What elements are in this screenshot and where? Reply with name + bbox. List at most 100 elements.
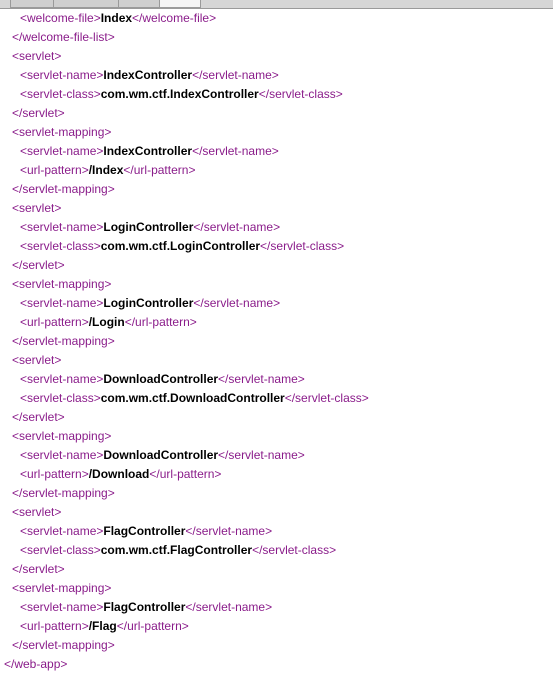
xml-line: <servlet-name>IndexController</servlet-n… — [20, 66, 279, 85]
xml-open-tag: <url-pattern> — [20, 619, 89, 633]
xml-open-tag: <servlet-class> — [20, 87, 101, 101]
xml-close-tag: </servlet-class> — [252, 543, 337, 557]
xml-open-tag: <servlet-mapping> — [12, 277, 112, 291]
xml-line: </servlet-mapping> — [12, 332, 115, 351]
xml-open-tag: <servlet-class> — [20, 543, 101, 557]
xml-text-value: com.wm.ctf.DownloadController — [100, 391, 285, 405]
xml-open-tag: <url-pattern> — [20, 315, 89, 329]
xml-open-tag: <welcome-file> — [20, 11, 101, 25]
xml-open-tag: <servlet-name> — [20, 372, 104, 386]
xml-close-tag: </servlet-mapping> — [12, 486, 115, 500]
xml-open-tag: <servlet-name> — [20, 296, 104, 310]
xml-line: <servlet-name>DownloadController</servle… — [20, 446, 305, 465]
xml-text-value: Index — [100, 11, 133, 25]
tab-3[interactable] — [118, 0, 160, 8]
xml-open-tag: <servlet-mapping> — [12, 125, 112, 139]
xml-line: <servlet> — [12, 351, 61, 370]
xml-close-tag: </servlet-name> — [218, 448, 305, 462]
xml-close-tag: </servlet-class> — [258, 87, 343, 101]
xml-close-tag: </servlet> — [12, 258, 65, 272]
xml-text-value: /Index — [88, 163, 124, 177]
xml-line: <servlet-mapping> — [12, 275, 111, 294]
xml-text-value: /Download — [88, 467, 150, 481]
xml-line: <servlet-name>LoginController</servlet-n… — [20, 294, 280, 313]
xml-line: </servlet> — [12, 560, 65, 579]
xml-line: <servlet-name>FlagController</servlet-na… — [20, 522, 272, 541]
xml-line: </servlet> — [12, 408, 65, 427]
xml-line: <servlet-mapping> — [12, 123, 111, 142]
xml-line: </welcome-file-list> — [12, 28, 115, 47]
xml-line: <url-pattern>/Flag</url-pattern> — [20, 617, 189, 636]
xml-open-tag: <servlet-name> — [20, 68, 104, 82]
xml-line: </servlet-mapping> — [12, 636, 115, 655]
xml-close-tag: </servlet-name> — [185, 524, 273, 538]
xml-line: <servlet-name>LoginController</servlet-n… — [20, 218, 280, 237]
xml-open-tag: <servlet-name> — [20, 144, 104, 158]
xml-text-value: com.wm.ctf.FlagController — [100, 543, 253, 557]
xml-open-tag: <servlet-name> — [20, 448, 104, 462]
xml-line: <servlet-mapping> — [12, 427, 111, 446]
xml-open-tag: <servlet> — [12, 353, 62, 367]
xml-line: <url-pattern>/Download</url-pattern> — [20, 465, 221, 484]
xml-open-tag: <servlet-class> — [20, 391, 101, 405]
xml-open-tag: <servlet-mapping> — [12, 581, 112, 595]
xml-close-tag: </servlet-mapping> — [12, 334, 115, 348]
xml-open-tag: <servlet-name> — [20, 600, 104, 614]
xml-close-tag: </servlet-name> — [192, 144, 279, 158]
xml-line: </servlet> — [12, 256, 65, 275]
tab-1[interactable] — [10, 0, 54, 8]
xml-close-tag: </servlet-name> — [193, 220, 281, 234]
xml-line: <welcome-file>Index</welcome-file> — [20, 9, 216, 28]
xml-open-tag: <servlet-mapping> — [12, 429, 112, 443]
xml-line: <servlet-name>FlagController</servlet-na… — [20, 598, 272, 617]
xml-line: </web-app> — [4, 655, 67, 674]
tab-bar — [0, 0, 553, 9]
xml-close-tag: </url-pattern> — [149, 467, 222, 481]
xml-source-viewer[interactable]: <welcome-file>Index</welcome-file></welc… — [0, 9, 553, 683]
xml-open-tag: <servlet> — [12, 49, 62, 63]
xml-text-value: FlagController — [103, 600, 186, 614]
xml-close-tag: </url-pattern> — [116, 619, 189, 633]
xml-close-tag: </servlet> — [12, 562, 65, 576]
xml-line: <servlet-name>IndexController</servlet-n… — [20, 142, 279, 161]
xml-line: <servlet-class>com.wm.ctf.IndexControlle… — [20, 85, 343, 104]
xml-text-value: IndexController — [103, 68, 193, 82]
xml-text-value: /Login — [88, 315, 125, 329]
xml-text-value: DownloadController — [103, 448, 219, 462]
xml-line: <servlet-mapping> — [12, 579, 111, 598]
xml-close-tag: </servlet-name> — [185, 600, 273, 614]
xml-text-value: LoginController — [103, 296, 194, 310]
xml-close-tag: </welcome-file-list> — [12, 30, 115, 44]
xml-close-tag: </servlet> — [12, 106, 65, 120]
tab-active[interactable] — [159, 0, 201, 8]
xml-close-tag: </servlet> — [12, 410, 65, 424]
xml-close-tag: </servlet-name> — [193, 296, 281, 310]
xml-line: </servlet> — [12, 104, 65, 123]
xml-text-value: com.wm.ctf.LoginController — [100, 239, 261, 253]
xml-line: <servlet-class>com.wm.ctf.FlagController… — [20, 541, 336, 560]
xml-close-tag: </servlet-class> — [260, 239, 345, 253]
xml-line: <url-pattern>/Login</url-pattern> — [20, 313, 197, 332]
xml-close-tag: </web-app> — [4, 657, 68, 671]
xml-text-value: DownloadController — [103, 372, 219, 386]
xml-text-value: /Flag — [88, 619, 117, 633]
xml-line: <servlet-name>DownloadController</servle… — [20, 370, 305, 389]
xml-open-tag: <servlet-class> — [20, 239, 101, 253]
xml-text-value: IndexController — [103, 144, 193, 158]
xml-close-tag: </welcome-file> — [132, 11, 217, 25]
xml-close-tag: </servlet-name> — [192, 68, 279, 82]
xml-close-tag: </url-pattern> — [123, 163, 196, 177]
xml-open-tag: <servlet> — [12, 201, 62, 215]
xml-open-tag: <url-pattern> — [20, 467, 89, 481]
xml-line: <url-pattern>/Index</url-pattern> — [20, 161, 195, 180]
xml-line: </servlet-mapping> — [12, 484, 115, 503]
xml-line: <servlet> — [12, 47, 61, 66]
xml-open-tag: <servlet> — [12, 505, 62, 519]
xml-close-tag: </servlet-mapping> — [12, 182, 115, 196]
xml-close-tag: </servlet-name> — [218, 372, 305, 386]
xml-close-tag: </servlet-mapping> — [12, 638, 115, 652]
tab-2[interactable] — [53, 0, 119, 8]
xml-open-tag: <servlet-name> — [20, 524, 104, 538]
xml-text-value: FlagController — [103, 524, 186, 538]
xml-text-value: com.wm.ctf.IndexController — [100, 87, 259, 101]
